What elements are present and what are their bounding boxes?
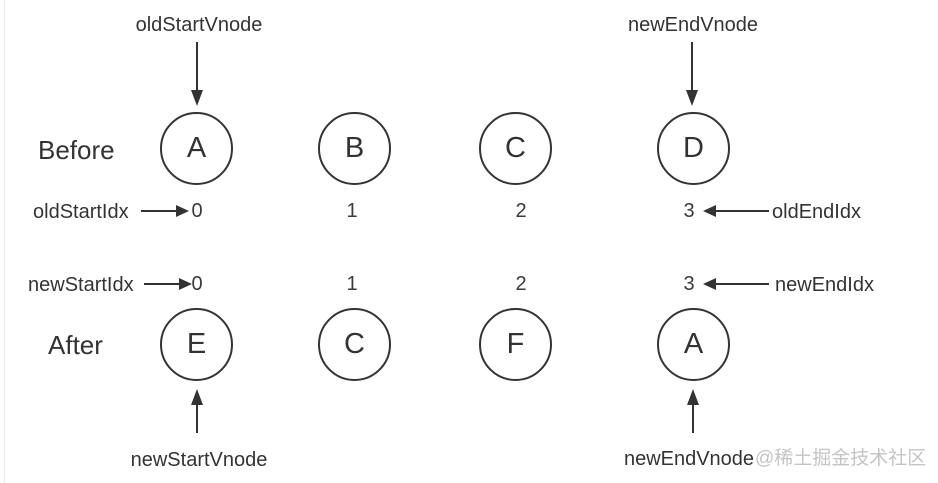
after-node-circle: C	[318, 308, 391, 381]
old-index-value: 1	[346, 200, 358, 222]
new-end-vnode-bottom-label: newEndVnode	[623, 448, 755, 470]
old-start-vnode-label: oldStartVnode	[135, 14, 263, 36]
down-arrow-icon	[191, 42, 203, 106]
new-start-idx-label: newStartIdx	[28, 274, 134, 296]
new-end-idx-label: newEndIdx	[775, 274, 874, 296]
new-index-value: 1	[346, 273, 358, 295]
after-node-circle: F	[479, 308, 552, 381]
new-index-value: 3	[683, 273, 695, 295]
old-start-idx-label: oldStartIdx	[33, 201, 129, 223]
old-index-value: 0	[191, 200, 203, 222]
right-arrow-icon	[144, 278, 192, 290]
left-arrow-icon	[703, 205, 769, 217]
new-end-vnode-top-label: newEndVnode	[627, 14, 759, 36]
old-end-idx-label: oldEndIdx	[772, 201, 861, 223]
after-node-circle: A	[657, 308, 730, 381]
new-start-vnode-label: newStartVnode	[130, 449, 268, 471]
new-index-value: 0	[191, 273, 203, 295]
left-edge-line	[4, 0, 5, 483]
new-index-value: 2	[515, 273, 527, 295]
after-node-circle: E	[160, 308, 233, 381]
up-arrow-icon	[191, 389, 203, 433]
before-row-label: Before	[38, 135, 115, 165]
juejin-watermark: @稀土掘金技术社区	[755, 448, 927, 469]
old-index-value: 2	[515, 200, 527, 222]
right-arrow-icon	[141, 205, 189, 217]
after-row-label: After	[48, 330, 103, 360]
down-arrow-icon	[686, 42, 698, 106]
left-arrow-icon	[703, 278, 769, 290]
before-node-circle: B	[318, 112, 391, 185]
old-index-value: 3	[683, 200, 695, 222]
up-arrow-icon	[687, 389, 699, 433]
before-node-circle: A	[160, 112, 233, 185]
before-node-circle: D	[657, 112, 730, 185]
before-node-circle: C	[479, 112, 552, 185]
